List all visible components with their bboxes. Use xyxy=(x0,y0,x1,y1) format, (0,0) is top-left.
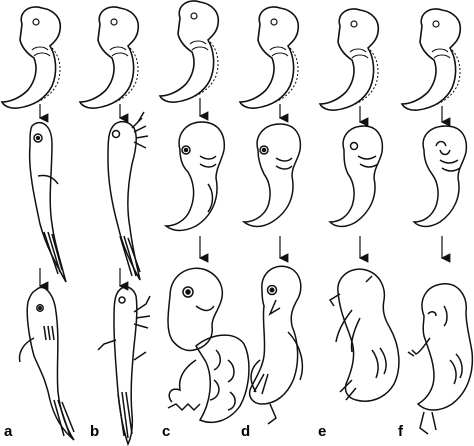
column-e: e xyxy=(318,9,399,440)
column-f: f xyxy=(398,9,472,440)
column-label-f: f xyxy=(398,423,404,440)
early-embryo-d xyxy=(240,7,298,108)
early-embryo-e xyxy=(320,9,378,110)
column-a: a xyxy=(2,7,74,440)
column-label-d: d xyxy=(241,423,250,440)
column-label-e: e xyxy=(318,423,326,440)
column-c: c xyxy=(160,1,249,440)
late-human-f xyxy=(408,284,472,434)
early-embryo-c xyxy=(160,1,218,102)
late-fish-a xyxy=(20,287,74,440)
middle-embryo-f xyxy=(414,126,466,227)
middle-embryo-c xyxy=(166,122,224,231)
early-embryo-a xyxy=(2,7,60,108)
late-pig-e xyxy=(330,269,399,401)
column-label-c: c xyxy=(162,423,170,440)
early-embryo-b xyxy=(80,7,138,108)
early-embryo-f xyxy=(402,9,460,110)
late-tortoise-c xyxy=(168,268,249,422)
middle-embryo-b xyxy=(108,112,148,280)
column-label-a: a xyxy=(4,423,13,440)
column-b: b xyxy=(80,7,150,444)
middle-embryo-d xyxy=(244,124,300,227)
late-chick-d xyxy=(250,266,303,424)
late-salamander-b xyxy=(98,287,150,444)
column-label-b: b xyxy=(90,423,99,440)
middle-embryo-e xyxy=(330,126,382,227)
middle-embryo-a xyxy=(30,123,66,282)
